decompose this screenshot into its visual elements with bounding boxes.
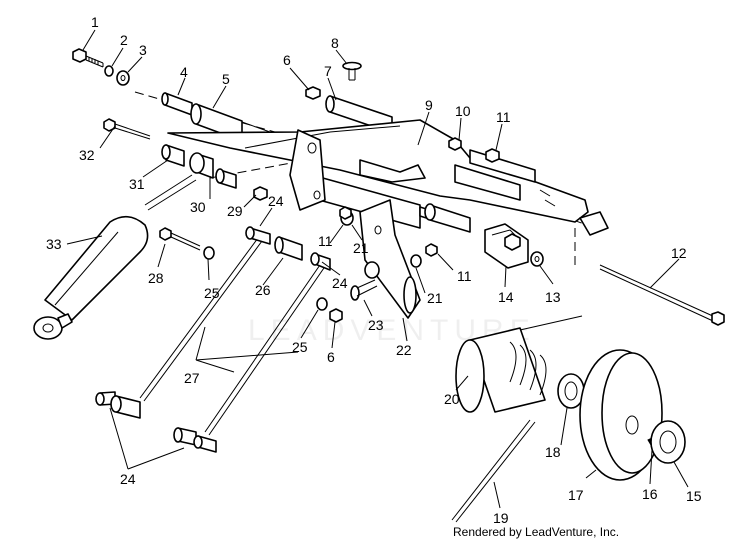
callout-2: 2: [120, 32, 128, 48]
pivot-tube-part-9: [289, 129, 456, 229]
nut-part-11: [485, 148, 500, 163]
rod-end-parts-24: [95, 391, 217, 453]
callout-31: 31: [129, 176, 145, 192]
washer-part-25: [203, 246, 215, 260]
pulley-part-17: [579, 349, 663, 481]
callout-23: 23: [368, 317, 384, 333]
callout-17: 17: [568, 487, 584, 503]
washer-part-21c: [410, 254, 422, 268]
callout-21b: 21: [427, 290, 443, 306]
callout-24a: 24: [268, 193, 284, 209]
callout-6a: 6: [283, 52, 291, 68]
callout-10: 10: [455, 103, 471, 119]
bolt-part-32: [103, 118, 151, 140]
rod-part-19: [451, 419, 536, 523]
washer-part-15: [650, 420, 686, 464]
washer-part-2: [104, 65, 114, 77]
callout-4: 4: [180, 64, 188, 80]
callout-26: 26: [255, 282, 271, 298]
bolt-part-23: [350, 279, 378, 301]
washer-part-13: [530, 251, 544, 267]
leader-lines: [66, 29, 689, 509]
bushing-part-26: [274, 236, 303, 261]
callout-labels: 1 2 3 4 5 6 7 8 9 10 11 32 31 30 29 24 3…: [46, 14, 702, 526]
rendered-by-footer: Rendered by LeadVenture, Inc.: [453, 525, 619, 539]
callout-25b: 25: [292, 339, 308, 355]
bolt-part-28: [159, 227, 201, 251]
callout-18: 18: [545, 444, 561, 460]
bushing-part-30: [189, 152, 237, 189]
nut-part-6: [305, 86, 321, 100]
callout-21a: 21: [353, 240, 369, 256]
callout-12: 12: [671, 245, 687, 261]
washer-part-21b: [364, 261, 380, 279]
callout-15: 15: [686, 488, 702, 504]
link-rod-part-27: [139, 226, 331, 436]
callout-6b: 6: [327, 349, 335, 365]
bolt-part-8: [342, 61, 362, 81]
callout-14: 14: [498, 289, 514, 305]
callout-29: 29: [227, 203, 243, 219]
callout-3: 3: [139, 42, 147, 58]
nut-part-10: [448, 137, 462, 151]
callout-8: 8: [331, 35, 339, 51]
spring-part-20: [455, 315, 583, 413]
washer-part-3: [116, 70, 130, 86]
bushing-part-31: [161, 144, 185, 167]
callout-7: 7: [324, 63, 332, 79]
bolt-part-1: [72, 48, 104, 68]
callout-20: 20: [444, 391, 460, 407]
callout-5: 5: [222, 71, 230, 87]
long-bolt-part-12: [579, 211, 725, 326]
callout-28: 28: [148, 270, 164, 286]
callout-27: 27: [184, 370, 200, 386]
callout-11c: 11: [457, 268, 472, 284]
callout-24b: 24: [332, 275, 348, 291]
block-part-14: [484, 223, 529, 269]
callout-22: 22: [396, 342, 412, 358]
callout-13: 13: [545, 289, 561, 305]
callout-11b: 11: [318, 233, 333, 249]
callout-24c: 24: [120, 471, 136, 487]
callout-33: 33: [46, 236, 62, 252]
callout-11a: 11: [496, 109, 511, 125]
nut-part-29: [253, 186, 268, 201]
arm-part-22: [359, 199, 421, 319]
washer-part-25b: [316, 297, 328, 311]
callout-30: 30: [190, 199, 206, 215]
shock-absorber-part-33: [33, 174, 197, 340]
nut-part-11b: [339, 206, 352, 220]
callout-9: 9: [425, 97, 433, 113]
nut-part-6b: [329, 308, 343, 323]
callout-32: 32: [79, 147, 95, 163]
tube-end-right: [424, 203, 471, 233]
callout-16: 16: [642, 486, 658, 502]
callout-19: 19: [493, 510, 509, 526]
callout-25a: 25: [204, 285, 220, 301]
nut-part-11c: [425, 243, 438, 257]
callout-1: 1: [91, 14, 99, 30]
